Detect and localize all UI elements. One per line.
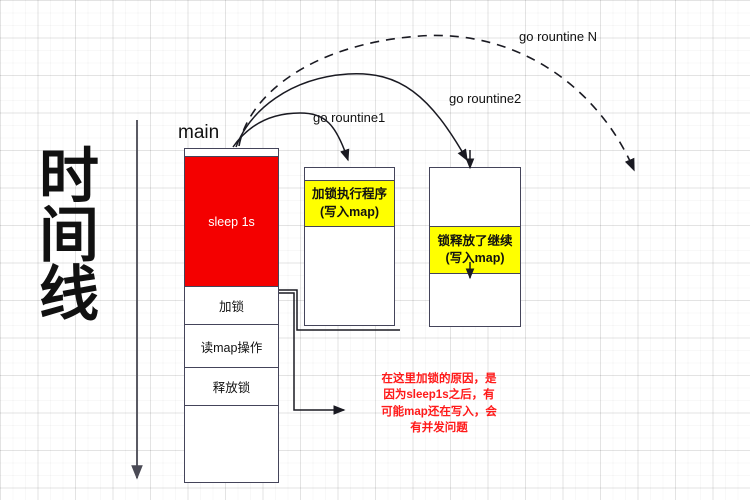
main-segment-read-map: 读map操作 xyxy=(185,325,278,368)
goroutine2-band-line2: (写入map) xyxy=(445,251,505,265)
main-segment-gap xyxy=(185,149,278,156)
main-segment-release-lock: 释放锁 xyxy=(185,368,278,406)
goroutineN-spawn-arrow xyxy=(238,34,635,172)
main-column-label: main xyxy=(178,122,220,143)
goroutine2-segment-before xyxy=(430,168,520,226)
goroutine1-band-line2: (写入map) xyxy=(319,204,379,219)
main-segment-sleep: sleep 1s xyxy=(185,156,278,287)
goroutine2-band-line1: 锁释放了继续 xyxy=(437,233,513,248)
main-timeline-column: sleep 1s 加锁 读map操作 释放锁 xyxy=(184,148,279,483)
timeline-axis-label: 时间线 xyxy=(39,143,99,328)
lock-reason-note: 在这里加锁的原因，是因为sleep1s之后，有可能map还在写入，会有并发问题 xyxy=(381,373,497,434)
goroutine2-segment-after xyxy=(430,274,520,326)
goroutine2-release-band: 锁释放了继续 (写入map) xyxy=(430,226,520,274)
goroutineN-arrow-label: go rountine N xyxy=(519,29,598,44)
goroutine1-lock-band: 加锁执行程序 (写入map) xyxy=(305,180,394,227)
main-segment-tail xyxy=(185,406,278,482)
goroutine1-segment-before xyxy=(305,168,394,180)
goroutine1-arrow-label: go rountine1 xyxy=(313,110,386,125)
goroutine1-segment-after xyxy=(305,227,394,325)
goroutine2-column: 锁释放了继续 (写入map) xyxy=(429,167,521,327)
goroutine1-band-line1: 加锁执行程序 xyxy=(311,187,387,202)
goroutine2-arrow-label: go rountine2 xyxy=(449,91,522,106)
main-segment-lock: 加锁 xyxy=(185,287,278,325)
goroutine1-column: 加锁执行程序 (写入map) xyxy=(304,167,395,326)
